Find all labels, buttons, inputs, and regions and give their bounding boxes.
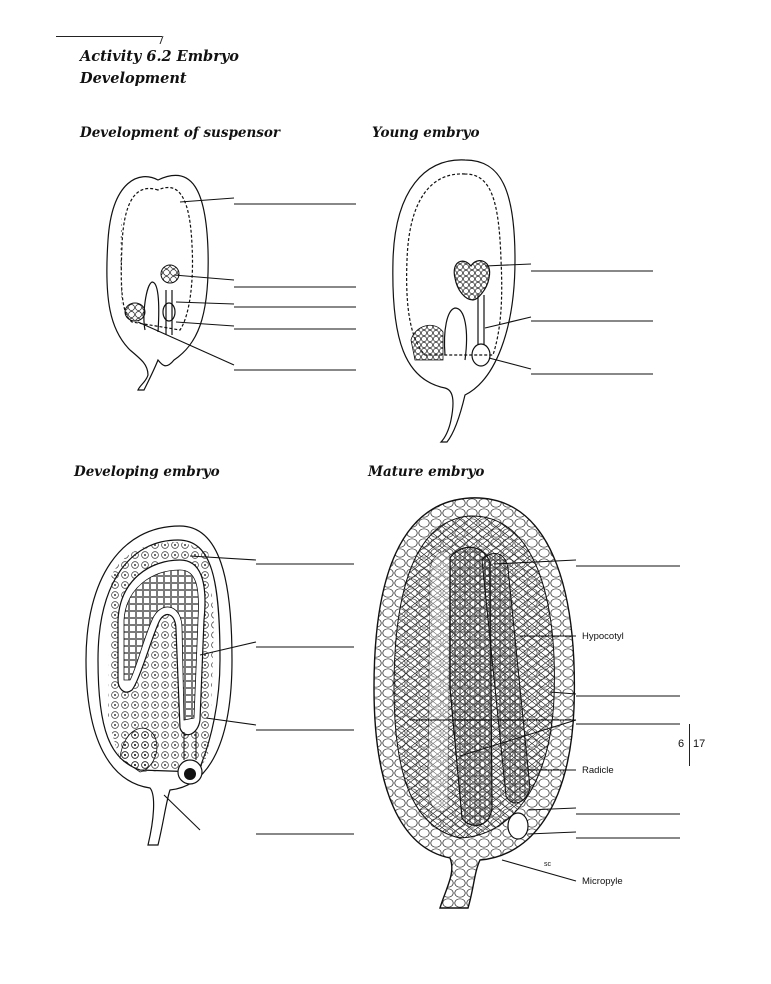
label-hypocotyl: Hypocotyl	[582, 631, 624, 642]
activity-title-line2: Development	[80, 70, 187, 87]
header-rule	[56, 36, 162, 37]
header-rule-tick	[159, 36, 164, 44]
label-radicle: Radicle	[582, 765, 614, 776]
heading-mature-embryo: Mature embryo	[368, 464, 485, 480]
label-small-mark: sc	[544, 861, 552, 868]
heading-developing-embryo: Developing embryo	[74, 464, 220, 480]
activity-title: Activity 6.2 Embryo Development	[80, 46, 239, 90]
chapter-number: 6	[678, 738, 685, 750]
figure-mature-embryo: Hypocotyl Radicle Micropyle sc	[370, 488, 690, 918]
figure-young-embryo	[385, 150, 660, 445]
page-number-divider	[689, 724, 690, 766]
figure-suspensor	[100, 150, 370, 395]
label-micropyle: Micropyle	[582, 876, 623, 887]
activity-title-line1: Activity 6.2 Embryo	[80, 48, 239, 65]
figure-developing-embryo	[80, 520, 360, 850]
heading-young-embryo: Young embryo	[372, 125, 480, 141]
heading-development-of-suspensor: Development of suspensor	[80, 125, 281, 141]
page-number: 17	[693, 738, 706, 750]
